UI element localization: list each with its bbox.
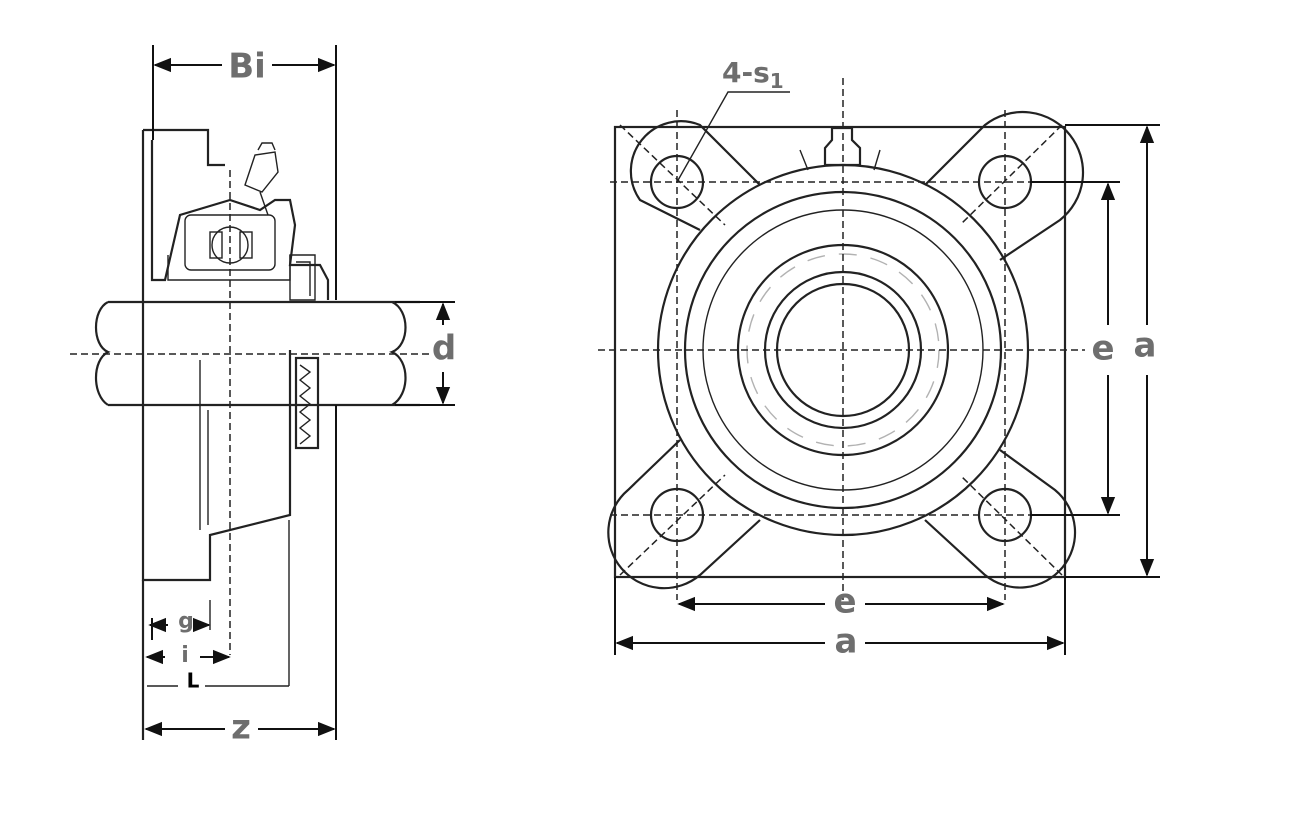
corner-lug-bottom-left xyxy=(607,439,761,590)
bi-label: Bi xyxy=(228,47,266,87)
corner-lug-bottom-right xyxy=(924,449,1077,589)
flange-outline xyxy=(141,128,292,582)
bolt-hole-label: 4-s1 xyxy=(722,56,784,93)
flange-inner-edge xyxy=(199,360,209,530)
d-label: d xyxy=(432,329,456,369)
bolt-hole-leader xyxy=(676,91,790,183)
a-horizontal-label: a xyxy=(835,622,858,662)
e-vertical-label: e xyxy=(1091,329,1114,369)
bolt-hole-label-main: 4-s xyxy=(722,56,770,89)
diag-top-left xyxy=(619,124,726,226)
diag-bottom-right xyxy=(959,474,1063,576)
corner-lug-top-left xyxy=(629,120,761,231)
front-view: 4-s1 e a e a xyxy=(598,56,1160,662)
diag-top-right xyxy=(959,124,1063,226)
bolt-hole-label-subscript: 1 xyxy=(770,69,784,93)
l-label: L xyxy=(187,669,200,693)
grease-channel xyxy=(259,191,269,216)
set-screw-block xyxy=(294,356,320,450)
grease-nipple-marks xyxy=(799,149,881,171)
e-horizontal-label: e xyxy=(833,582,856,622)
locking-collar xyxy=(289,254,316,301)
shaft xyxy=(95,300,420,407)
a-vertical-label: a xyxy=(1134,326,1157,366)
bearing-roller-left xyxy=(209,231,223,259)
side-view: Bi d g i L z xyxy=(70,45,456,748)
set-screw-thread xyxy=(298,364,312,445)
bearing-roller-right xyxy=(239,231,253,259)
grease-nipple xyxy=(244,142,279,193)
i-label: i xyxy=(181,643,189,668)
square-flange xyxy=(613,125,1067,579)
g-label: g xyxy=(178,609,194,634)
housing-top xyxy=(150,140,330,300)
diag-bottom-left xyxy=(619,474,726,576)
corner-lug-top-right xyxy=(924,110,1085,261)
grease-nipple-front xyxy=(823,126,862,167)
z-label: z xyxy=(231,708,251,748)
